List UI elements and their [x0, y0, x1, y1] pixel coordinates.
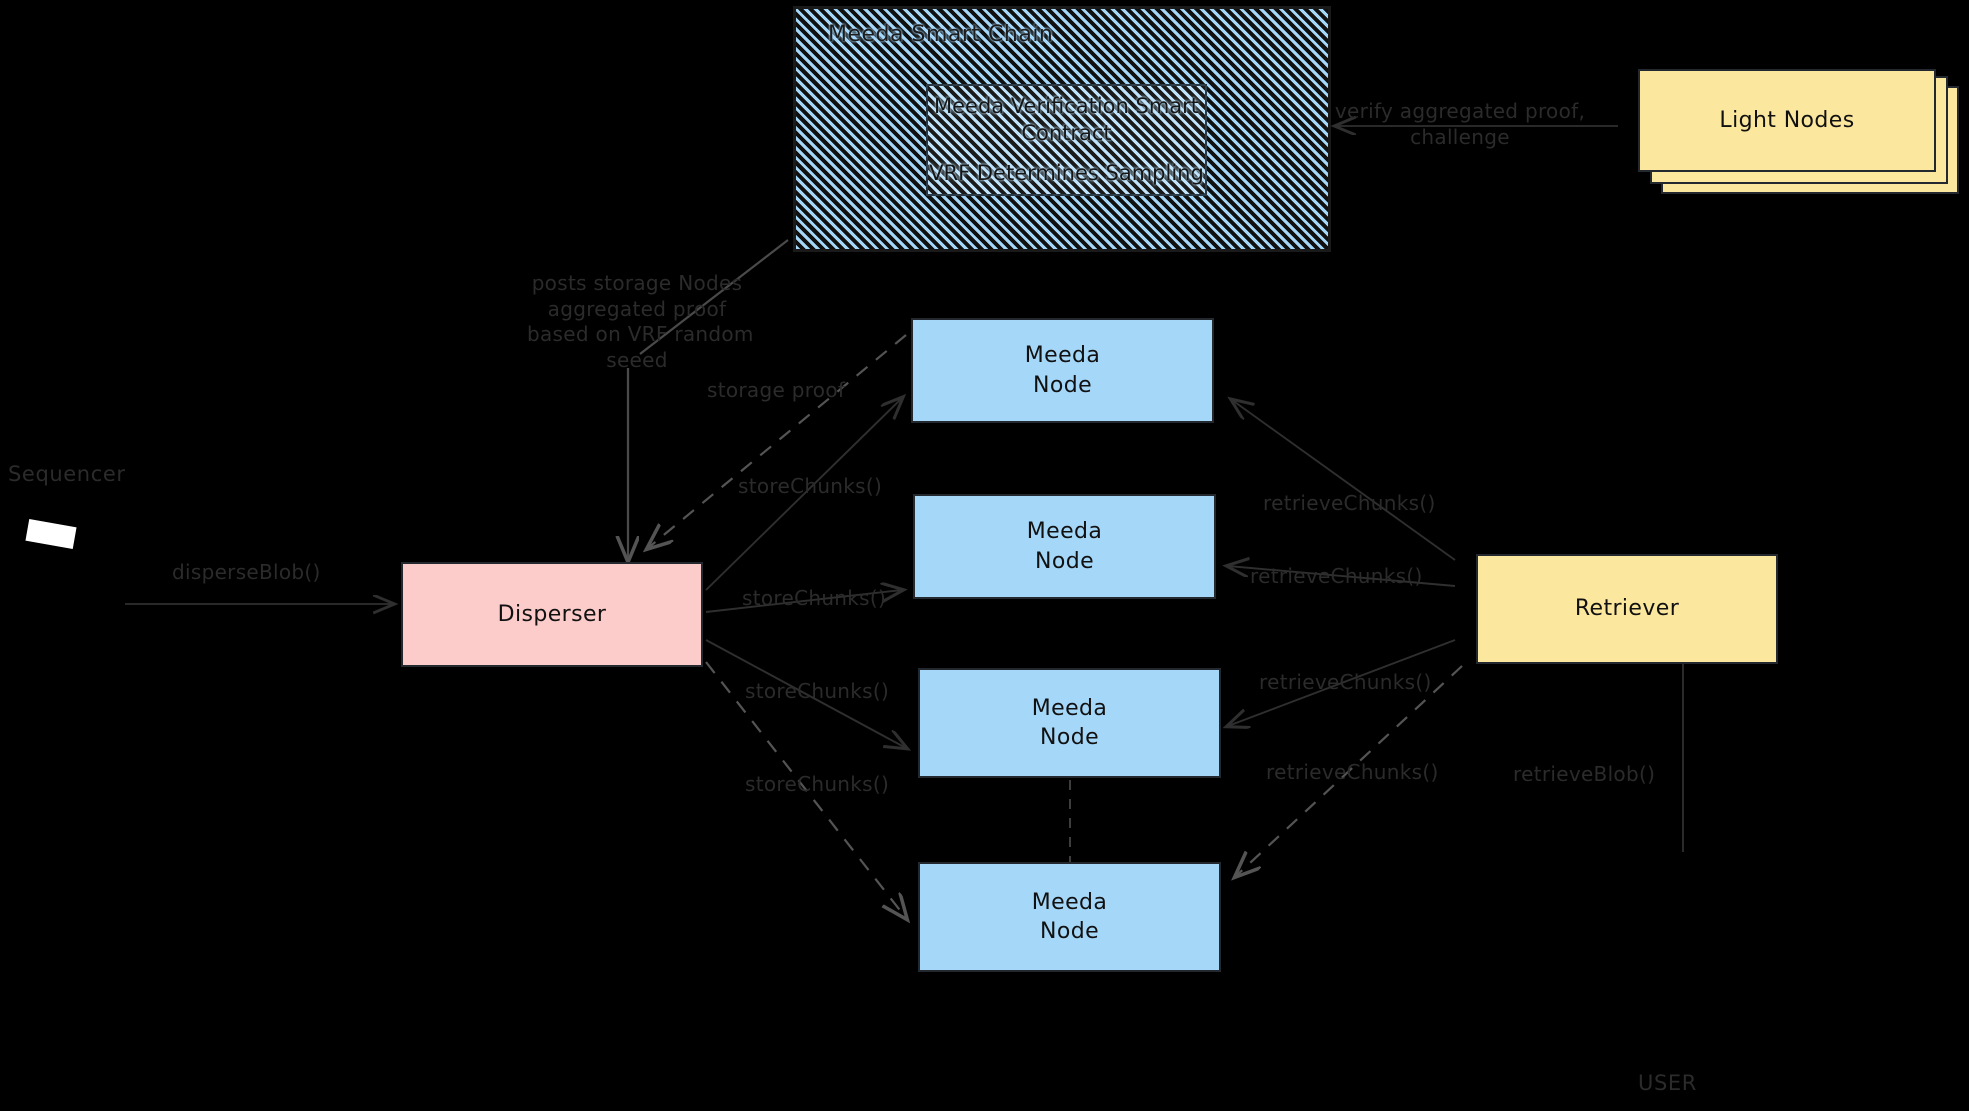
- verify-proof-label: verify aggregated proof, challenge: [1334, 99, 1586, 149]
- store-chunks-3-label: storeChunks(): [745, 679, 890, 703]
- disperser-box[interactable]: Disperser: [401, 562, 703, 667]
- edge-retrieve-chunks-1: [1232, 400, 1456, 561]
- meeda-smart-chain-title: Meeda Smart Chain: [828, 22, 1054, 47]
- retrieve-chunks-1-label: retrieveChunks(): [1263, 491, 1436, 515]
- posts-proof-label: posts storage Nodes aggregated proof bas…: [527, 271, 754, 372]
- user-label: USER: [1638, 1071, 1697, 1095]
- sequencer-marker: [25, 518, 77, 550]
- store-chunks-2-label: storeChunks(): [742, 586, 887, 610]
- retrieve-chunks-4-label: retrieveChunks(): [1266, 760, 1439, 784]
- store-chunks-1-label: storeChunks(): [738, 474, 883, 498]
- storage-proof-label: storage proof: [707, 378, 846, 402]
- retrieve-chunks-2-label: retrieveChunks(): [1250, 564, 1423, 588]
- disperse-blob-label: disperseBlob(): [172, 560, 321, 584]
- sequencer-label: Sequencer: [8, 462, 126, 486]
- retrieve-blob-label: retrieveBlob(): [1513, 762, 1656, 786]
- retrieve-chunks-3-label: retrieveChunks(): [1259, 670, 1432, 694]
- meeda-verification-contract-box: Meeda Verification Smart Contract VRF De…: [926, 84, 1207, 196]
- retriever-box[interactable]: Retriever: [1476, 554, 1778, 664]
- contract-vrf-note: VRF Determines Sampling: [929, 160, 1204, 185]
- contract-title: Meeda Verification Smart Contract: [933, 94, 1200, 146]
- light-nodes-label: Light Nodes: [1719, 107, 1855, 133]
- retriever-label: Retriever: [1574, 596, 1680, 622]
- disperser-label: Disperser: [497, 601, 607, 627]
- light-nodes-box[interactable]: Light Nodes: [1638, 69, 1936, 172]
- store-chunks-4-label: storeChunks(): [745, 772, 890, 796]
